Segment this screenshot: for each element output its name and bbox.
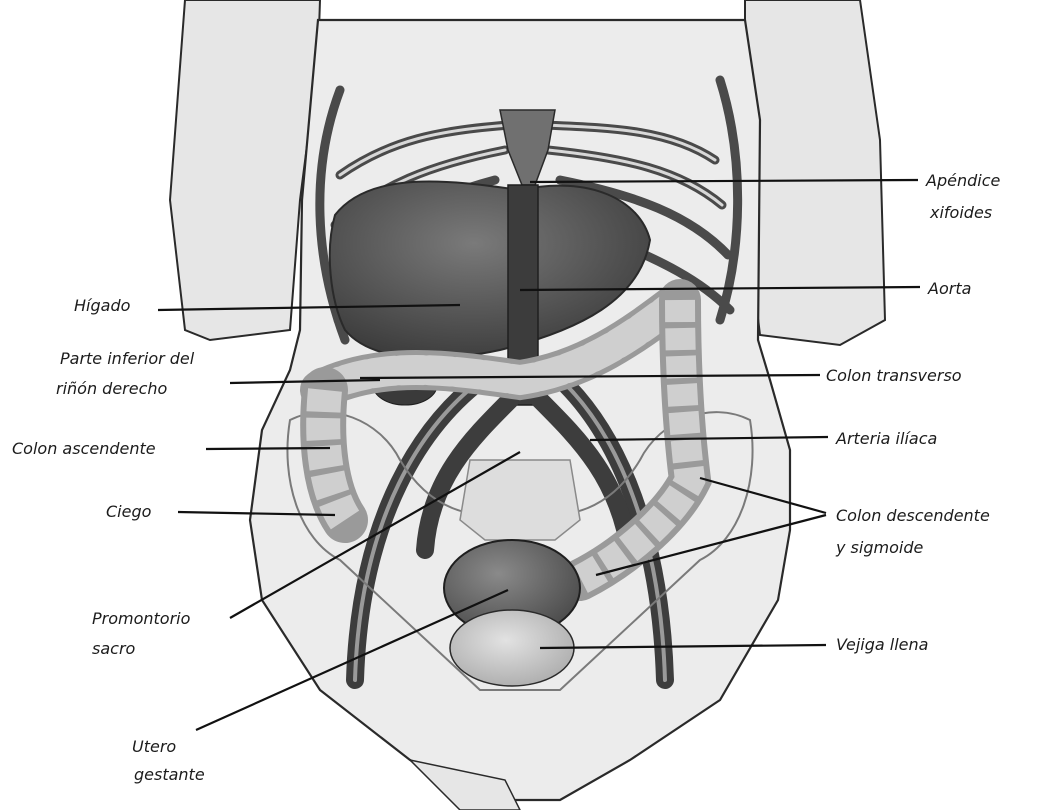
label-rinon-2: riñón derecho bbox=[56, 378, 167, 400]
label-utero-2: gestante bbox=[134, 764, 205, 786]
label-colon-transverso: Colon transverso bbox=[826, 365, 962, 387]
label-aorta: Aorta bbox=[928, 278, 971, 300]
label-apendice-1: Apéndice bbox=[926, 170, 1000, 192]
label-utero-1: Utero bbox=[132, 736, 176, 758]
right-arm bbox=[745, 0, 885, 345]
label-vejiga: Vejiga llena bbox=[836, 634, 928, 656]
label-colon-desc-1: Colon descendente bbox=[836, 505, 990, 527]
label-colon-desc-2: y sigmoide bbox=[836, 537, 923, 559]
label-colon-ascendente: Colon ascendente bbox=[12, 438, 156, 460]
label-arteria-iliaca: Arteria ilíaca bbox=[836, 428, 937, 450]
label-higado: Hígado bbox=[74, 295, 130, 317]
label-promontorio-1: Promontorio bbox=[92, 608, 190, 630]
label-apendice-2: xifoides bbox=[930, 202, 992, 224]
sacrum bbox=[460, 460, 580, 540]
line-colon-ascendente bbox=[206, 448, 330, 449]
label-promontorio-2: sacro bbox=[92, 638, 135, 660]
label-ciego: Ciego bbox=[106, 501, 151, 523]
label-rinon-1: Parte inferior del bbox=[60, 348, 194, 370]
left-arm bbox=[170, 0, 320, 340]
